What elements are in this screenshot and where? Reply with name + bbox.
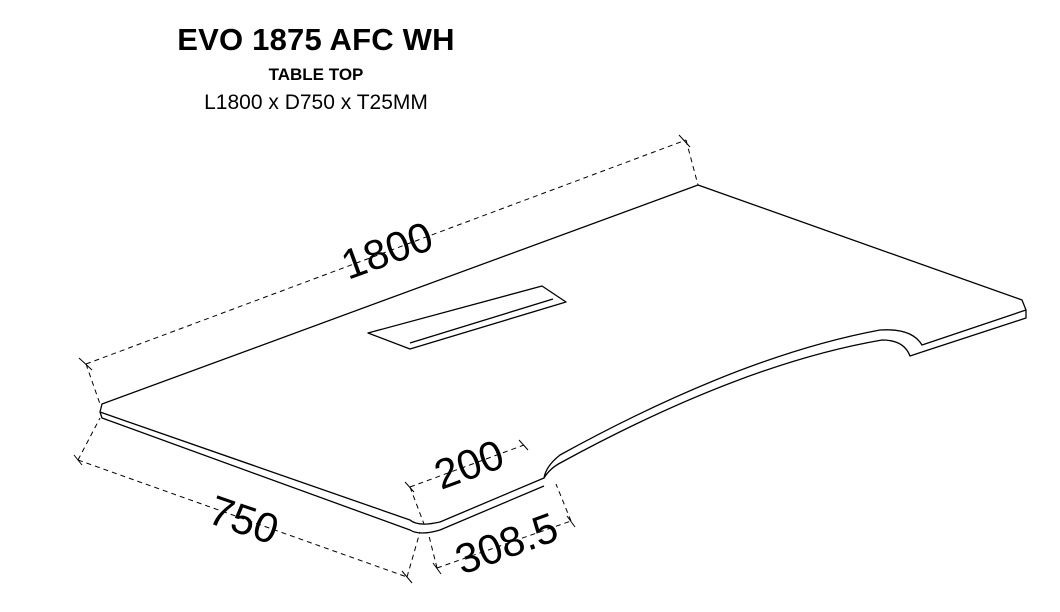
cable-tray-slot [367,285,567,350]
dimension-cutout-offset: 308.5 [427,483,576,583]
cutout-edge [543,339,923,479]
dimension-depth: 750 [73,417,421,584]
table-top-face [99,184,1027,525]
dimension-cutout-offset-label: 308.5 [449,503,564,583]
product-spec: L1800 x D750 x T25MM [204,91,428,114]
right-edge [921,310,1027,353]
dimension-length: 1800 [78,134,699,405]
dimension-cutout-depth: 200 [404,430,529,525]
table-top-edge [99,411,545,534]
product-title: EVO 1875 AFC WH [177,22,455,57]
dimension-depth-label: 750 [203,486,285,553]
dimension-length-label: 1800 [335,212,439,288]
dimension-cutout-depth-label: 200 [428,430,510,498]
product-subtitle: TABLE TOP [268,65,364,84]
